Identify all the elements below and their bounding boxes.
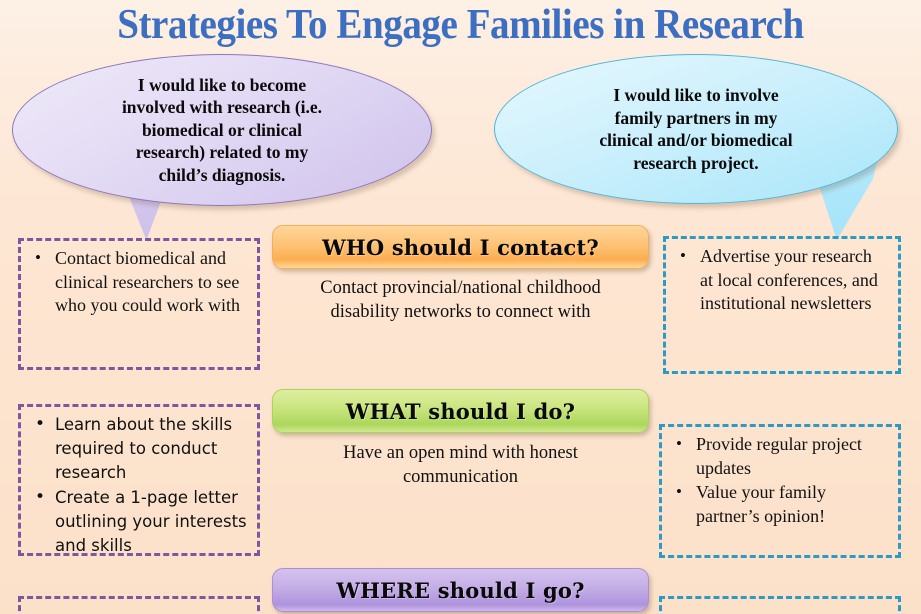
left-box-who-list: Contact biomedical and clinical research…: [27, 246, 247, 318]
speech-bubble-left-text: I would like to become involved with res…: [121, 74, 323, 185]
list-item: Create a 1-page letter outlining your in…: [27, 485, 247, 558]
list-item: Provide regular project updates: [668, 432, 888, 480]
right-box-where: [659, 596, 901, 614]
right-box-what-list: Provide regular project updates Value yo…: [668, 432, 888, 528]
right-box-who: Advertise your research at local confere…: [663, 236, 901, 374]
list-item: Value your family partner’s opinion!: [668, 480, 888, 528]
banner-where-label: WHERE should I go?: [336, 577, 585, 603]
banner-what[interactable]: WHAT should I do?: [272, 389, 649, 433]
banner-where[interactable]: WHERE should I go?: [272, 568, 649, 612]
speech-bubble-right-text: I would like to involve family partners …: [599, 85, 793, 173]
speech-bubble-right: I would like to involve family partners …: [494, 54, 898, 204]
list-item: Contact biomedical and clinical research…: [27, 246, 247, 318]
banner-what-note: Have an open mind with honest communicat…: [343, 443, 578, 487]
speech-bubble-left: I would like to become involved with res…: [12, 54, 432, 206]
list-item: Advertise your research at local confere…: [672, 244, 888, 316]
left-box-where: [18, 596, 260, 614]
left-box-what: Learn about the skills required to condu…: [18, 404, 260, 556]
left-box-who: Contact biomedical and clinical research…: [18, 238, 260, 370]
right-box-who-list: Advertise your research at local confere…: [672, 244, 888, 316]
banner-what-label: WHAT should I do?: [345, 398, 576, 424]
page-title: Strategies To Engage Families in Researc…: [117, 2, 804, 48]
banner-who-label: WHO should I contact?: [322, 234, 599, 260]
right-box-what: Provide regular project updates Value yo…: [659, 424, 901, 558]
banner-who[interactable]: WHO should I contact?: [272, 225, 649, 269]
list-item: Learn about the skills required to condu…: [27, 412, 247, 485]
banner-who-note: Contact provincial/national childhood di…: [320, 278, 601, 322]
left-box-what-list: Learn about the skills required to condu…: [27, 412, 247, 558]
